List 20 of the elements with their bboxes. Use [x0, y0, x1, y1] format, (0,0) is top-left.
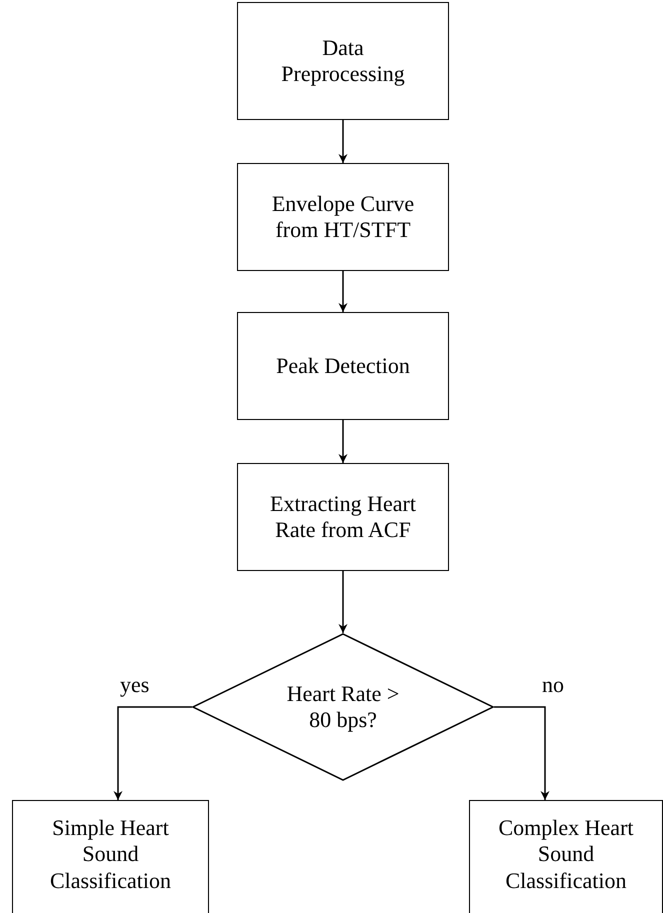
process-box: [237, 163, 449, 271]
node-label: Extracting Heart Rate from ACF: [269, 490, 417, 544]
node-label: Peak Detection: [276, 352, 410, 380]
arrow: [338, 271, 348, 312]
node-label: Data Preprocessing: [280, 34, 406, 88]
arrow: [338, 120, 348, 163]
process-box: [12, 800, 209, 913]
process-box: [237, 463, 449, 571]
arrow: [114, 706, 192, 800]
arrow: [338, 571, 348, 633]
node-label: Envelope Curve from HT/STFT: [270, 190, 416, 244]
decision-diamond: [192, 633, 494, 781]
process-box: [237, 2, 449, 120]
process-box: [469, 800, 663, 913]
arrow: [494, 706, 550, 800]
node-label: Complex Heart Sound Classification: [497, 815, 635, 894]
process-box: [237, 312, 449, 420]
node-label: Heart Rate > 80 bps?: [286, 680, 400, 734]
arrow: [338, 420, 348, 463]
node-label: Simple Heart Sound Classification: [49, 815, 172, 894]
